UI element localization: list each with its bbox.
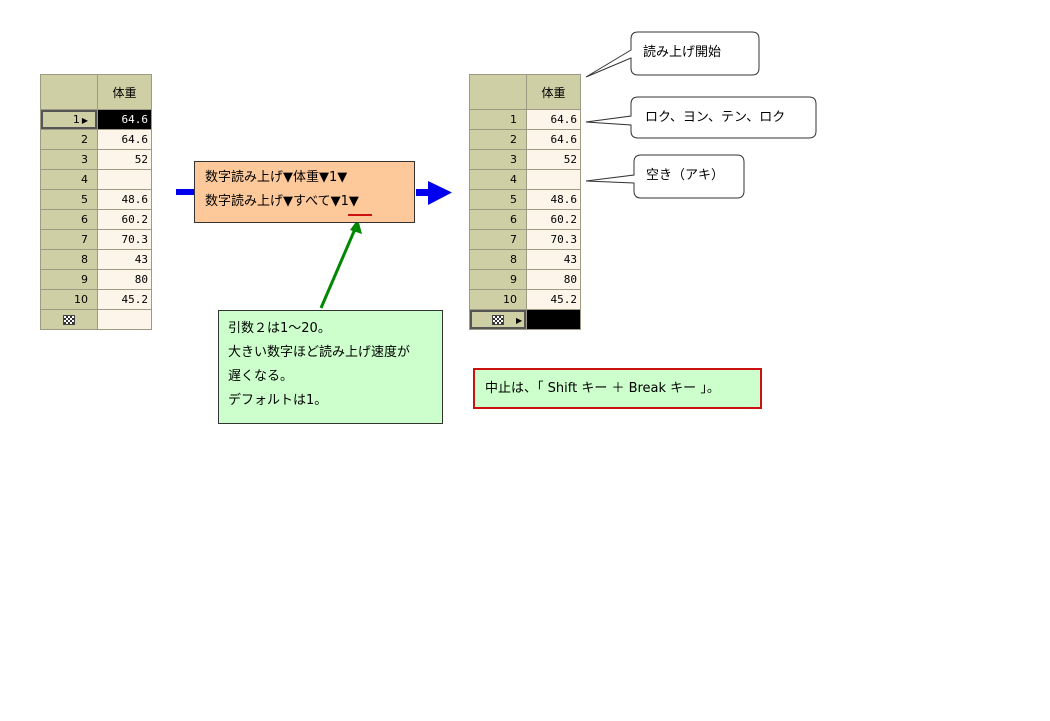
row-number[interactable]: 4 bbox=[469, 169, 527, 190]
new-weight-cell[interactable] bbox=[526, 309, 581, 330]
row-number[interactable]: 6 bbox=[40, 209, 98, 230]
row-selector-header[interactable] bbox=[40, 74, 98, 110]
stop-instruction-text: 中止は、「 Shift キー ＋ Break キー 」。 bbox=[485, 381, 720, 396]
command-line-2: 数字読み上げ▼すべて▼1▼ bbox=[205, 194, 359, 209]
command-box: 数字読み上げ▼体重▼1▼ 数字読み上げ▼すべて▼1▼ bbox=[194, 161, 415, 223]
new-record-row[interactable] bbox=[40, 309, 152, 330]
argument-note-box: 引数２は1～20。 大きい数字ほど読み上げ速度が 遅くなる。 デフォルトは1。 bbox=[218, 310, 443, 424]
new-record-row[interactable]: ▶ bbox=[469, 309, 581, 330]
weight-cell[interactable]: 45.2 bbox=[97, 289, 152, 310]
column-header-weight[interactable]: 体重 bbox=[526, 74, 581, 110]
note-line: 遅くなる。 bbox=[228, 369, 294, 384]
row-number[interactable]: 5 bbox=[469, 189, 527, 210]
weight-cell[interactable]: 64.6 bbox=[97, 129, 152, 150]
callout-bubble-start bbox=[585, 31, 760, 78]
weight-cell[interactable]: 48.6 bbox=[97, 189, 152, 210]
note-line: 引数２は1～20。 bbox=[228, 321, 331, 336]
current-record-icon: ▶ bbox=[516, 316, 523, 325]
row-number[interactable]: 3 bbox=[40, 149, 98, 170]
green-arrow-icon bbox=[319, 219, 362, 309]
table-row[interactable]: 1▶ 64.6 bbox=[40, 109, 152, 130]
current-record-icon: ▶ bbox=[81, 116, 88, 125]
weight-cell[interactable]: 52 bbox=[526, 149, 581, 170]
row-number[interactable]: 6 bbox=[469, 209, 527, 230]
note-line: デフォルトは1。 bbox=[228, 393, 328, 408]
callout-empty-text: 空き（アキ） bbox=[646, 168, 725, 183]
table-row[interactable]: 4 bbox=[40, 169, 152, 190]
table-row[interactable]: 4 bbox=[469, 169, 581, 190]
weight-cell[interactable]: 64.6 bbox=[526, 129, 581, 150]
weight-cell[interactable] bbox=[97, 169, 152, 190]
new-record-selector[interactable] bbox=[40, 309, 98, 330]
row-number[interactable]: 7 bbox=[40, 229, 98, 250]
callout-bubble-reading bbox=[585, 96, 817, 139]
weight-cell[interactable]: 70.3 bbox=[526, 229, 581, 250]
weight-cell[interactable] bbox=[526, 169, 581, 190]
blue-arrow-tail bbox=[176, 189, 194, 195]
weight-cell[interactable]: 60.2 bbox=[97, 209, 152, 230]
command-line-1: 数字読み上げ▼体重▼1▼ bbox=[205, 170, 348, 185]
weight-cell[interactable]: 48.6 bbox=[526, 189, 581, 210]
row-number-current[interactable]: 1▶ bbox=[40, 109, 98, 130]
callout-reading-text: ロク、ヨン、テン、ロク bbox=[645, 110, 786, 125]
row-selector-header[interactable] bbox=[469, 74, 527, 110]
callout-bubble-empty bbox=[585, 154, 745, 199]
new-record-icon bbox=[63, 315, 75, 325]
row-number[interactable]: 8 bbox=[40, 249, 98, 270]
new-weight-cell[interactable] bbox=[97, 309, 152, 330]
row-number[interactable]: 1 bbox=[469, 109, 527, 130]
callout-start-text: 読み上げ開始 bbox=[643, 45, 722, 60]
weight-cell[interactable]: 45.2 bbox=[526, 289, 581, 310]
blue-arrow-icon bbox=[416, 181, 452, 205]
row-number[interactable]: 4 bbox=[40, 169, 98, 190]
note-line: 大きい数字ほど読み上げ速度が bbox=[228, 345, 411, 360]
argument-underline bbox=[348, 214, 372, 216]
weight-cell[interactable]: 80 bbox=[97, 269, 152, 290]
row-number[interactable]: 8 bbox=[469, 249, 527, 270]
row-number[interactable]: 5 bbox=[40, 189, 98, 210]
stop-instruction-box: 中止は、「 Shift キー ＋ Break キー 」。 bbox=[473, 368, 762, 409]
weight-cell[interactable]: 64.6 bbox=[97, 109, 152, 130]
new-record-icon bbox=[492, 315, 504, 325]
weight-cell[interactable]: 60.2 bbox=[526, 209, 581, 230]
row-number[interactable]: 9 bbox=[469, 269, 527, 290]
weight-cell[interactable]: 80 bbox=[526, 269, 581, 290]
weight-cell[interactable]: 43 bbox=[97, 249, 152, 270]
